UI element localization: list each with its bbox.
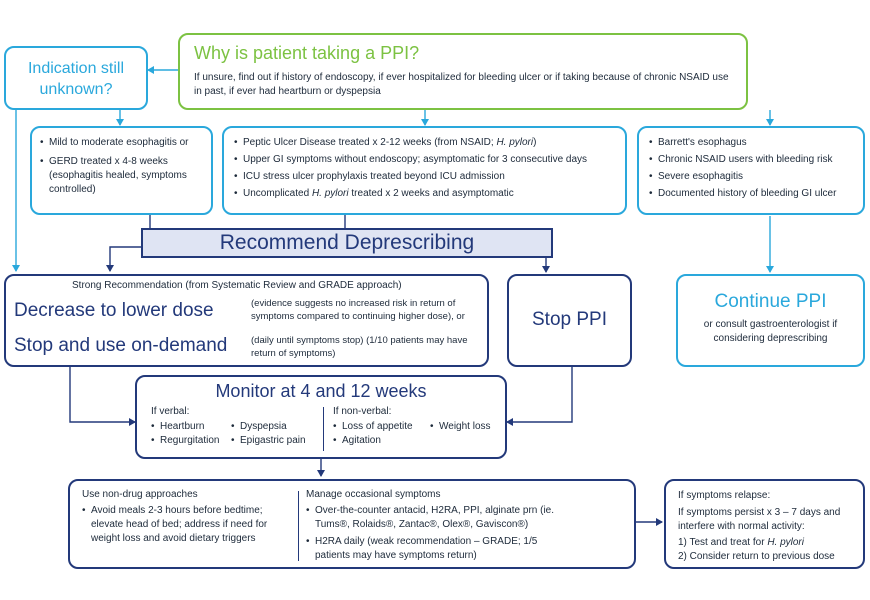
nondrug-title: Use non-drug approaches [82,489,198,500]
relapse-step-2: 2) Consider return to previous dose [678,551,835,562]
management-box: Use non-drug approaches Avoid meals 2-3 … [68,479,636,569]
left-criteria-box: Mild to moderate esophagitis or GERD tre… [30,126,213,215]
list-item: Regurgitation [151,434,219,448]
list-item: Severe esophagitis [649,170,857,184]
list-item: Agitation [333,434,413,448]
list-item: ICU stress ulcer prophylaxis treated bey… [234,170,619,184]
list-item: Epigastric pain [231,434,306,448]
list-item: Mild to moderate esophagitis or [40,136,205,150]
why-title: Why is patient taking a PPI? [194,43,420,63]
list-item: Chronic NSAID users with bleeding risk [649,153,857,167]
monitor-title: Monitor at 4 and 12 weeks [215,381,427,401]
ondemand-note: (daily until symptoms stop) (1/10 patien… [251,335,468,359]
relapse-box: If symptoms relapse: If symptoms persist… [664,479,865,569]
recommend-title: Recommend Deprescribing [219,231,475,254]
strong-recommendation-box: Strong Recommendation (from Systematic R… [4,274,489,367]
list-item: Peptic Ulcer Disease treated x 2-12 week… [234,136,619,150]
list-item: Loss of appetite [333,420,413,434]
list-item: Uncomplicated H. pylori treated x 2 week… [234,187,619,201]
nondrug-list: Avoid meals 2-3 hours before bedtime; el… [82,504,287,546]
list-item: Weight loss [430,420,491,434]
occasional-title: Manage occasional symptoms [306,489,441,500]
list-item: Dyspepsia [231,420,306,434]
recommend-box: Recommend Deprescribing [141,228,553,258]
nonverbal-list-2: Weight loss [430,420,491,434]
continue-ppi-box: Continue PPI or consult gastroenterologi… [676,274,865,367]
list-item: GERD treated x 4-8 weeks (esophagitis he… [40,155,205,197]
right-criteria-box: Barrett's esophagus Chronic NSAID users … [637,126,865,215]
decrease-title: Decrease to lower dose [14,300,214,321]
stop-ppi-title: Stop PPI [532,309,607,330]
unknown-line1: Indication still [27,60,125,77]
verbal-list-2: Dyspepsia Epigastric pain [231,420,306,448]
occasional-list: Over-the-counter antacid, H2RA, PPI, alg… [306,504,564,563]
arrow-recommend-to-strong [106,246,141,272]
unknown-box: Indication still unknown? [4,46,148,110]
list-item: Documented history of bleeding GI ulcer [649,187,857,201]
relapse-step-1: 1) Test and treat for H. pylori [678,537,804,548]
strong-header: Strong Recommendation (from Systematic R… [72,280,402,291]
verbal-label: If verbal: [151,406,190,417]
list-item: Heartburn [151,420,219,434]
relapse-body: If symptoms persist x 3 – 7 days and int… [678,507,841,532]
monitor-divider [323,407,324,451]
left-criteria-list: Mild to moderate esophagitis or GERD tre… [40,136,205,197]
right-criteria-list: Barrett's esophagus Chronic NSAID users … [649,136,857,201]
monitor-box: Monitor at 4 and 12 weeks If verbal: Hea… [135,375,507,459]
arrow-stop-to-monitor [506,367,573,426]
relapse-title: If symptoms relapse: [678,490,771,501]
management-divider [298,491,299,561]
mid-criteria-list: Peptic Ulcer Disease treated x 2-12 week… [234,136,619,201]
nonverbal-list-1: Loss of appetite Agitation [333,420,413,448]
list-item: Avoid meals 2-3 hours before bedtime; el… [82,504,287,546]
mid-criteria-box: Peptic Ulcer Disease treated x 2-12 week… [222,126,627,215]
list-item: Barrett's esophagus [649,136,857,150]
why-box: Why is patient taking a PPI? If unsure, … [178,33,748,110]
list-item: Upper GI symptoms without endoscopy; asy… [234,153,619,167]
stop-ppi-box: Stop PPI [507,274,632,367]
why-body: If unsure, find out if history of endosc… [194,72,729,97]
continue-ppi-title: Continue PPI [714,291,827,312]
unknown-line2: unknown? [39,81,113,98]
list-item: Over-the-counter antacid, H2RA, PPI, alg… [306,504,564,532]
ondemand-title: Stop and use on-demand [14,335,228,356]
nonverbal-label: If non-verbal: [333,406,392,417]
continue-ppi-note: or consult gastroenterologist if conside… [703,319,838,344]
list-item: H2RA daily (weak recommendation – GRADE;… [306,535,564,563]
verbal-list-1: Heartburn Regurgitation [151,420,219,448]
arrow-strong-to-monitor [69,367,136,426]
decrease-note: (evidence suggests no increased risk in … [251,298,465,322]
